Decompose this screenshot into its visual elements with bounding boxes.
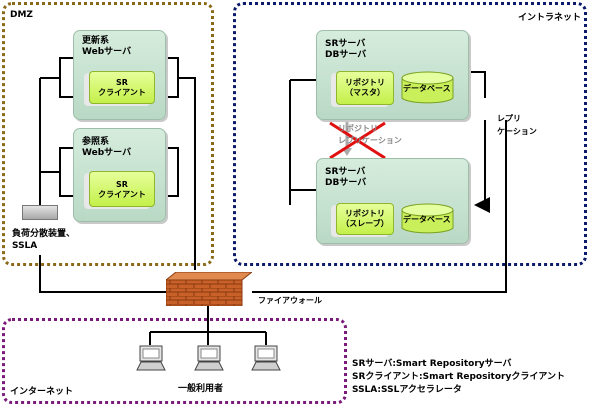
firewall-icon (164, 271, 254, 307)
slave-database-icon: データベース (401, 203, 454, 235)
slave-repository: リポジトリ （スレーブ） (336, 203, 394, 235)
users-label: 一般利用者 (178, 384, 224, 394)
master-sr-server: SRサーバ DBサーバ リポジトリ （マスタ） データベース (316, 30, 469, 120)
line-ref-left (59, 147, 73, 197)
intranet-zone (233, 2, 587, 266)
line-lb-down (39, 255, 166, 293)
legend-item-ssla: SSLA:SSLアクセラレータ (352, 385, 462, 395)
legend-item-sr-server: SRサーバ:Smart Repositoryサーバ (352, 359, 512, 369)
dmz-zone (2, 2, 214, 266)
update-web-server: 更新系 Webサーバ SR クライアント (73, 30, 166, 120)
line-fw-intranet (252, 120, 507, 293)
replication-arrow (474, 120, 490, 213)
line-update-left (59, 57, 73, 98)
slave-server-title: SRサーバ DBサーバ (325, 167, 367, 188)
replication-label: レプリ ケーション (497, 114, 537, 136)
line-backbone-dmz (178, 77, 196, 270)
line-update-right (166, 57, 179, 98)
crossed-replication (329, 121, 386, 160)
legend-item-sr-client: SRクライアント:Smart Repositoryクライアント (352, 372, 565, 382)
user-pc-3-icon (251, 345, 281, 371)
dmz-label: DMZ (10, 10, 33, 20)
slave-database-label: データベース (403, 215, 451, 224)
crossed-replication-label: リポジトリ レプリケーション (338, 124, 402, 145)
legend: SRサーバ:Smart Repositoryサーバ SRクライアント:Smart… (352, 358, 565, 397)
load-balancer-icon (22, 205, 58, 220)
master-database-icon: データベース (401, 71, 454, 105)
slave-sr-server: SRサーバ DBサーバ リポジトリ （スレーブ） データベース (316, 158, 469, 244)
master-database-label: データベース (403, 84, 451, 93)
update-sr-client: SR クライアント (89, 71, 155, 104)
load-balancer-label: 負荷分散装置、 SSLA (12, 229, 76, 251)
user-pc-2-icon (194, 345, 224, 371)
firewall-label: ファイアウォール (258, 296, 322, 305)
ref-web-server-title: 参照系 Webサーバ (82, 137, 132, 158)
internet-label: インターネット (10, 387, 74, 397)
master-repository: リポジトリ （マスタ） (336, 71, 394, 105)
ref-web-server: 参照系 Webサーバ SR クライアント (73, 128, 166, 222)
line-master-right (469, 71, 486, 98)
ref-sr-client: SR クライアント (89, 171, 155, 207)
line-ref-right (166, 147, 179, 197)
master-server-title: SRサーバ DBサーバ (325, 39, 367, 60)
user-pc-1-icon (136, 345, 166, 371)
internet-zone (2, 318, 347, 404)
update-web-server-title: 更新系 Webサーバ (82, 36, 132, 57)
intranet-label: イントラネット (518, 13, 582, 23)
